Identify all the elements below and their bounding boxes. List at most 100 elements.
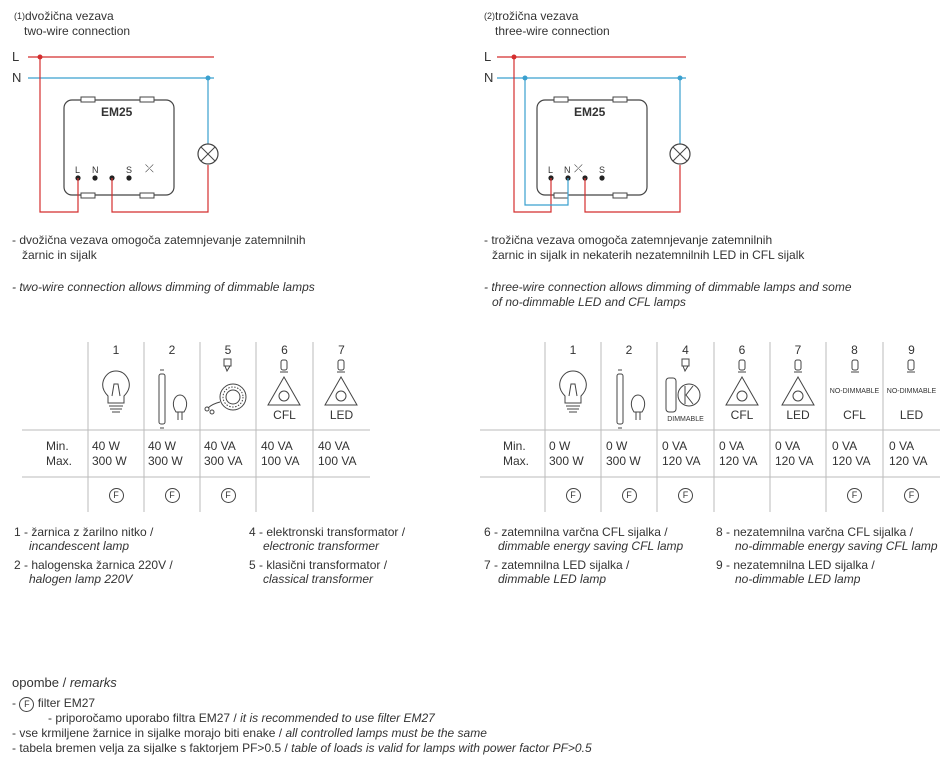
- line-label-N: N: [12, 70, 22, 85]
- min-value: 0 VA: [775, 439, 801, 453]
- max-value: 300 VA: [204, 454, 243, 468]
- col-number: 7: [794, 343, 802, 357]
- remark-sl: - tabela bremen velja za sijalke s fakto…: [12, 741, 288, 755]
- filter-f-icon: F: [108, 488, 124, 503]
- two-wire-note-en: - two-wire connection allows dimming of …: [12, 280, 315, 294]
- terminal-S: S: [599, 165, 606, 175]
- halogen-lamp-icon: [158, 369, 188, 429]
- two-wire-title-en: two-wire connection: [24, 24, 131, 38]
- device-label: EM25: [101, 105, 133, 119]
- terminal-N: N: [564, 165, 571, 175]
- no-dimmable-cfl-icon: [851, 359, 859, 373]
- min-value: 40 VA: [261, 439, 293, 453]
- terminal-L: L: [75, 165, 81, 175]
- lamp-type-label: CFL: [273, 408, 296, 422]
- col-number: 2: [625, 343, 633, 357]
- filter-badge: F: [200, 487, 256, 503]
- col-number: 4: [682, 343, 689, 357]
- min-value: 40 VA: [318, 439, 350, 453]
- max-value: 100 VA: [261, 454, 300, 468]
- filter-f-icon: F: [904, 488, 919, 503]
- lamp-type-label: LED: [899, 408, 924, 422]
- title-sl: dvožična vezava: [25, 9, 114, 23]
- min-label: Min.: [503, 439, 526, 453]
- min-value: 0 W: [549, 439, 571, 453]
- remark-filter-note: - priporočamo uporabo filtra EM27 / it i…: [48, 711, 435, 725]
- lamp-type-label: LED: [786, 408, 810, 422]
- incandescent-bulb-icon: [102, 370, 130, 413]
- remarks-title-sep: /: [58, 675, 70, 690]
- remarks-title-sl: opombe: [12, 675, 59, 690]
- cfl-lamp-icon: [267, 359, 301, 406]
- max-value: 100 VA: [318, 454, 357, 468]
- icons-right: [559, 358, 915, 429]
- min-value: 40 W: [148, 439, 177, 453]
- dimmable-tag: DIMMABLE: [667, 416, 704, 423]
- max-value: 300 W: [549, 454, 584, 468]
- max-value: 300 W: [148, 454, 183, 468]
- min-value: 40 VA: [204, 439, 236, 453]
- remark-sl: - vse krmiljene žarnice in sijalke moraj…: [12, 726, 283, 740]
- lamp-type-label: CFL: [843, 408, 866, 422]
- col-number: 1: [112, 343, 120, 357]
- incandescent-bulb-icon: [559, 370, 587, 413]
- remark-filter: - F filter EM27: [12, 696, 95, 712]
- right-table-grid: [480, 342, 940, 512]
- two-wire-title: (1)dvožična vezava: [14, 9, 114, 23]
- remark-sl: - priporočamo uporabo filtra EM27 /: [48, 711, 237, 725]
- legend-9: 9 - nezatemnilna LED sijalka /: [716, 558, 875, 572]
- line-label-L: L: [12, 49, 20, 64]
- footnote-marker: (1): [14, 11, 25, 21]
- legend-1-en: incandescent lamp: [29, 539, 130, 553]
- no-dimmable-led-icon: [907, 359, 915, 373]
- left-table-grid: [22, 342, 370, 512]
- remark-en: table of loads is valid for lamps with p…: [291, 741, 592, 755]
- col-number: 8: [851, 343, 858, 357]
- max-value: 300 W: [606, 454, 641, 468]
- led-lamp-icon: [324, 359, 358, 406]
- two-wire-note-sl-2: žarnic in sijalk: [22, 248, 97, 262]
- legend-8: 8 - nezatemnilna varčna CFL sijalka /: [716, 525, 913, 539]
- terminal-dimmer: ⤫: [574, 163, 583, 175]
- col-number: 2: [168, 343, 176, 357]
- filter-f-icon: F: [565, 488, 581, 503]
- max-value: 300 W: [92, 454, 127, 468]
- legend-2: 2 - halogenska žarnica 220V /: [14, 558, 173, 572]
- three-wire-note-sl-1: - trožična vezava omogoča zatemnjevanje …: [484, 233, 773, 247]
- remark-filter-text: filter EM27: [37, 696, 96, 710]
- max-value: 120 VA: [775, 454, 814, 468]
- min-value: 0 VA: [889, 439, 915, 453]
- col-number: 6: [281, 343, 288, 357]
- col-number: 6: [738, 343, 746, 357]
- filter-f-icon: F: [678, 488, 693, 503]
- filter-badge: F: [883, 487, 940, 503]
- filter-badge: F: [88, 487, 144, 503]
- terminal-S: S: [126, 165, 133, 175]
- remark-en: it is recommended to use filter EM27: [240, 711, 435, 725]
- filter-badge: F: [826, 487, 883, 503]
- filter-f-icon: F: [19, 697, 35, 712]
- three-wire-note-sl-2: žarnic in sijalk in nekaterih nezatemnil…: [492, 248, 805, 262]
- min-label: Min.: [46, 439, 69, 453]
- line-label-N: N: [484, 70, 494, 85]
- toroidal-transformer-icon: [204, 358, 247, 415]
- footnote-marker: (2): [484, 11, 495, 21]
- max-label: Max.: [503, 454, 530, 468]
- lamp-type-label: LED: [329, 408, 354, 422]
- remark-en: all controlled lamps must be the same: [285, 726, 487, 740]
- legend-7-en: dimmable LED lamp: [498, 572, 607, 586]
- legend-2-en: halogen lamp 220V: [29, 572, 133, 586]
- terminal-L: L: [548, 165, 554, 175]
- three-wire-title: (2)trožična vezava: [484, 9, 578, 23]
- no-dimmable-tag: NO-DIMMABLE: [886, 388, 937, 395]
- filter-badge: F: [601, 487, 657, 503]
- three-wire-diagram: [497, 54, 691, 213]
- lamp-type-label: CFL: [730, 408, 754, 422]
- three-wire-note-en-1: - three-wire connection allows dimming o…: [484, 280, 852, 294]
- max-label: Max.: [46, 454, 73, 468]
- col-number: 5: [224, 343, 232, 357]
- min-value: 0 VA: [832, 439, 858, 453]
- terminal-dimmer: ⤫: [145, 163, 154, 175]
- max-value: 120 VA: [662, 454, 701, 468]
- max-value: 120 VA: [889, 454, 928, 468]
